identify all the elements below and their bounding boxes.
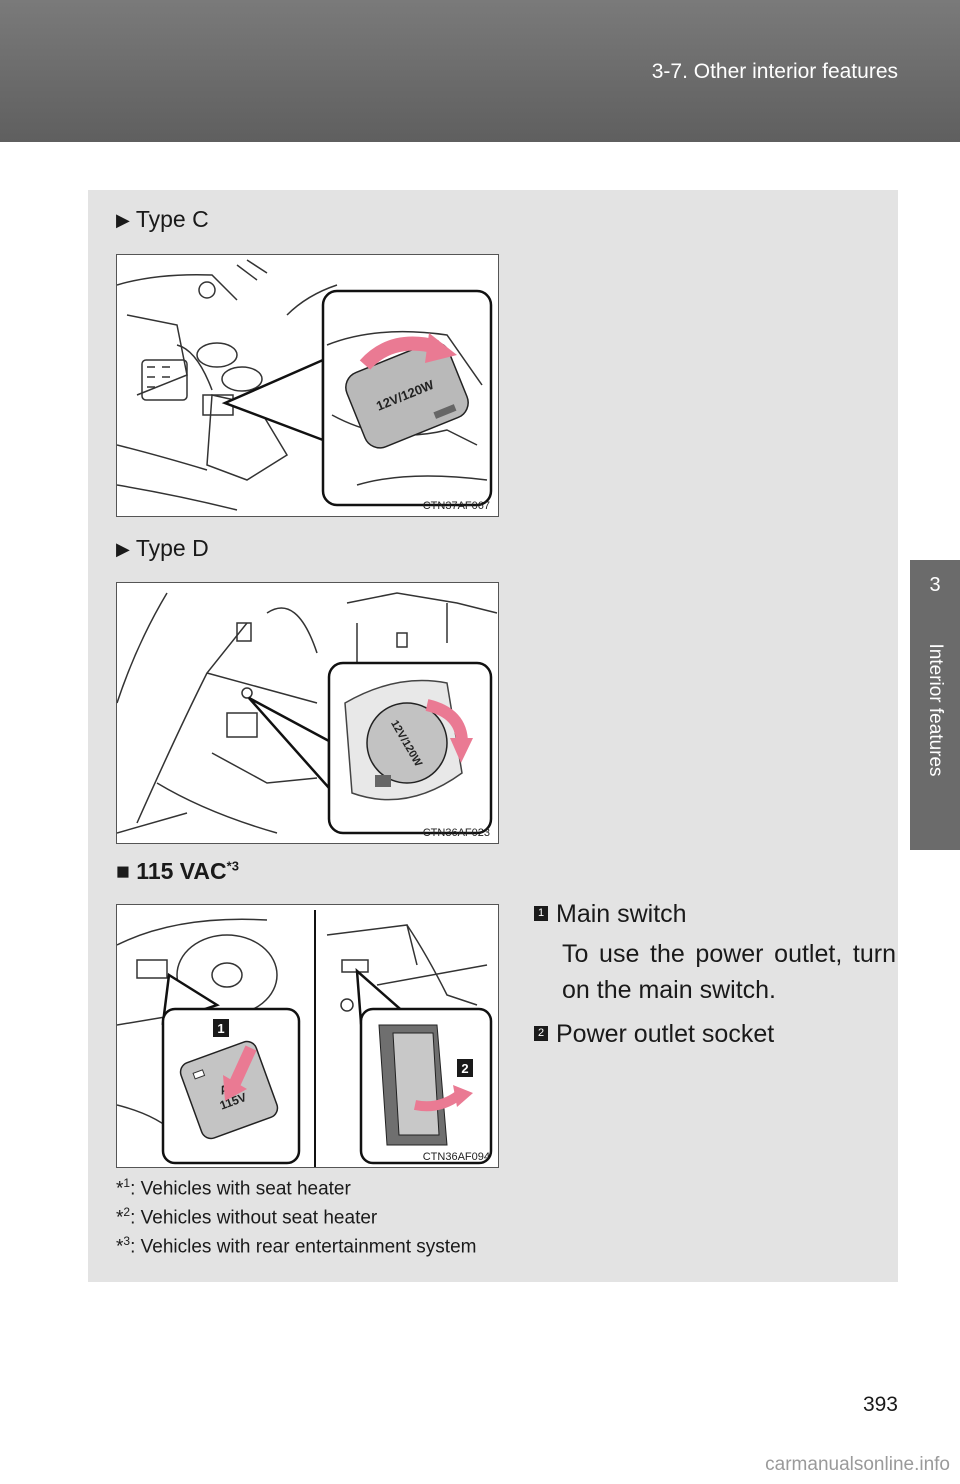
cargo-illustration: 12V/120W — [117, 592, 498, 835]
figure-115vac: AC 115V 1 2 CTN36AF094 — [116, 904, 499, 1168]
figure-code: CTN36AF023 — [422, 827, 490, 839]
figure-code: CTN36AF094 — [422, 1151, 490, 1163]
type-c-heading: ▶Type C — [116, 206, 209, 232]
footnote-1: *1: Vehicles with seat heater — [116, 1176, 351, 1200]
outlet-illustration: AC 115V 1 2 — [117, 910, 493, 1167]
svg-text:2: 2 — [461, 1061, 468, 1076]
callout-badge-1: 1 — [534, 905, 548, 921]
page-number: 393 — [862, 1393, 898, 1416]
section-heading: ■ 115 VAC*3 — [116, 858, 239, 884]
footnote-3: *3: Vehicles with rear entertainment sys… — [116, 1234, 477, 1258]
figure-type-d: 12V/120W CTN36AF023 — [116, 582, 499, 844]
arrow-right-icon: ▶ — [116, 539, 130, 559]
chapter-tab: 3 Interior features — [910, 560, 960, 850]
page-header: 3-7. Other interior features — [0, 0, 960, 142]
section-title: 3-7. Other interior features — [651, 60, 898, 83]
arrow-right-icon: ▶ — [116, 210, 130, 230]
chapter-label: Interior features — [925, 643, 946, 777]
chapter-number: 3 — [929, 574, 941, 596]
figure-code: CTN37AF067 — [422, 500, 490, 512]
figure-type-c: 12V/120W CTN37AF067 — [116, 254, 499, 517]
legend-description-1: To use the power outlet, turn on the mai… — [562, 940, 896, 1004]
square-bullet-icon: ■ — [116, 858, 130, 884]
content-panel: ▶Type C — [88, 190, 898, 1282]
footnote-2: *2: Vehicles without seat heater — [116, 1205, 378, 1229]
type-d-heading: ▶Type D — [116, 535, 209, 561]
svg-text:1: 1 — [217, 1021, 224, 1036]
watermark: carmanualsonline.info — [765, 1454, 950, 1475]
console-illustration: 12V/120W — [117, 259, 493, 511]
callout-badge-2: 2 — [534, 1025, 548, 1041]
